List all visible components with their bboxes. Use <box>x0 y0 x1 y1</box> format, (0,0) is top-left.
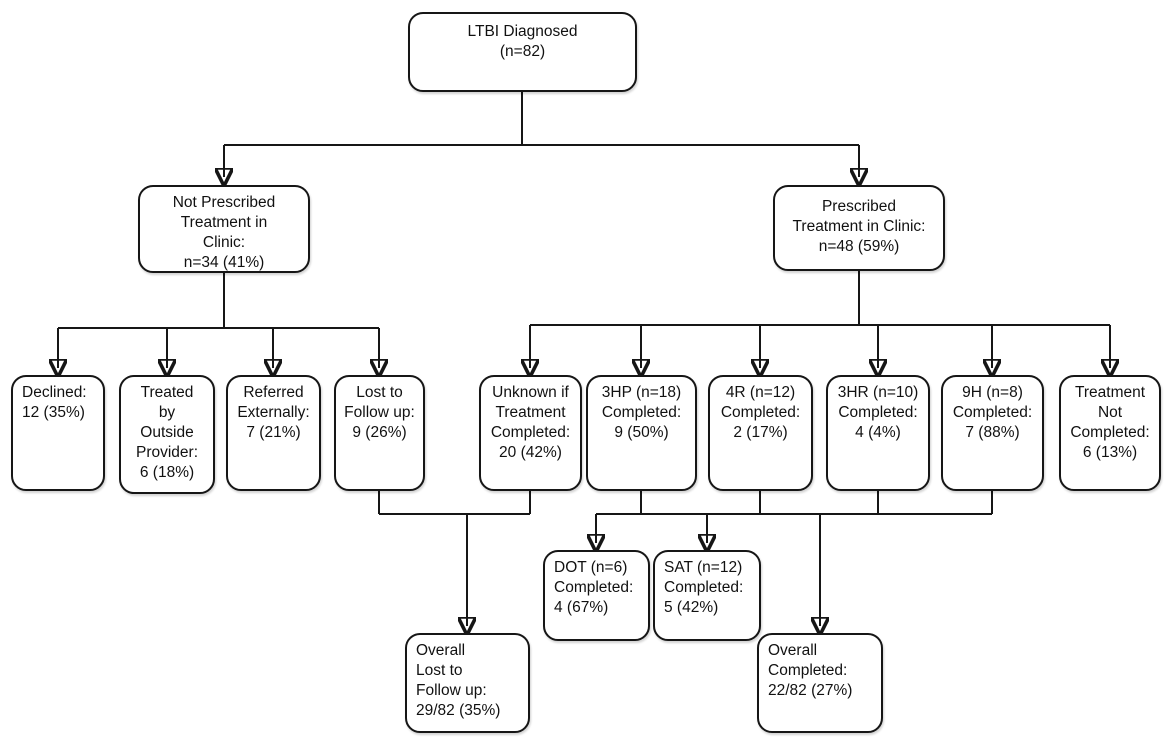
node-dot-label: DOT (n=6) Completed: 4 (67%) <box>554 559 634 616</box>
node-lost-followup: Lost to Follow up: 9 (26%) <box>334 375 425 491</box>
node-prescribed: Prescribed Treatment in Clinic: n=48 (59… <box>773 185 945 271</box>
node-lost-followup-label: Lost to Follow up: 9 (26%) <box>344 384 415 441</box>
node-3hr: 3HR (n=10) Completed: 4 (4%) <box>826 375 930 491</box>
node-overall-lost-followup: Overall Lost to Follow up: 29/82 (35%) <box>405 633 530 733</box>
node-ltbi-diagnosed-label: LTBI Diagnosed (n=82) <box>467 23 578 60</box>
node-9h: 9H (n=8) Completed: 7 (88%) <box>941 375 1044 491</box>
node-referred-externally: Referred Externally: 7 (21%) <box>226 375 321 491</box>
node-unknown-completed: Unknown if Treatment Completed: 20 (42%) <box>479 375 582 491</box>
node-4r-label: 4R (n=12) Completed: 2 (17%) <box>720 384 801 441</box>
node-overall-completed: Overall Completed: 22/82 (27%) <box>757 633 883 733</box>
node-treatment-not-completed-label: Treatment Not Completed: 6 (13%) <box>1070 384 1150 461</box>
node-3hp: 3HP (n=18) Completed: 9 (50%) <box>586 375 697 491</box>
node-not-prescribed-label: Not Prescribed Treatment in Clinic: n=34… <box>172 194 276 271</box>
node-3hr-label: 3HR (n=10) Completed: 4 (4%) <box>837 384 919 441</box>
node-overall-lost-followup-label: Overall Lost to Follow up: 29/82 (35%) <box>416 642 501 719</box>
node-referred-externally-label: Referred Externally: 7 (21%) <box>237 384 310 441</box>
node-overall-completed-label: Overall Completed: 22/82 (27%) <box>768 642 853 699</box>
node-sat-label: SAT (n=12) Completed: 5 (42%) <box>664 559 744 616</box>
node-4r: 4R (n=12) Completed: 2 (17%) <box>708 375 813 491</box>
node-prescribed-label: Prescribed Treatment in Clinic: n=48 (59… <box>792 198 926 255</box>
node-unknown-completed-label: Unknown if Treatment Completed: 20 (42%) <box>490 384 571 461</box>
node-declined: Declined: 12 (35%) <box>11 375 105 491</box>
node-treated-outside: Treated by Outside Provider: 6 (18%) <box>119 375 215 494</box>
node-3hp-label: 3HP (n=18) Completed: 9 (50%) <box>601 384 682 441</box>
node-declined-label: Declined: 12 (35%) <box>22 384 87 421</box>
node-9h-label: 9H (n=8) Completed: 7 (88%) <box>952 384 1033 441</box>
node-treated-outside-label: Treated by Outside Provider: 6 (18%) <box>135 384 199 481</box>
node-sat: SAT (n=12) Completed: 5 (42%) <box>653 550 761 641</box>
node-not-prescribed: Not Prescribed Treatment in Clinic: n=34… <box>138 185 310 273</box>
node-ltbi-diagnosed: LTBI Diagnosed (n=82) <box>408 12 637 92</box>
node-dot: DOT (n=6) Completed: 4 (67%) <box>543 550 650 641</box>
node-treatment-not-completed: Treatment Not Completed: 6 (13%) <box>1059 375 1161 491</box>
